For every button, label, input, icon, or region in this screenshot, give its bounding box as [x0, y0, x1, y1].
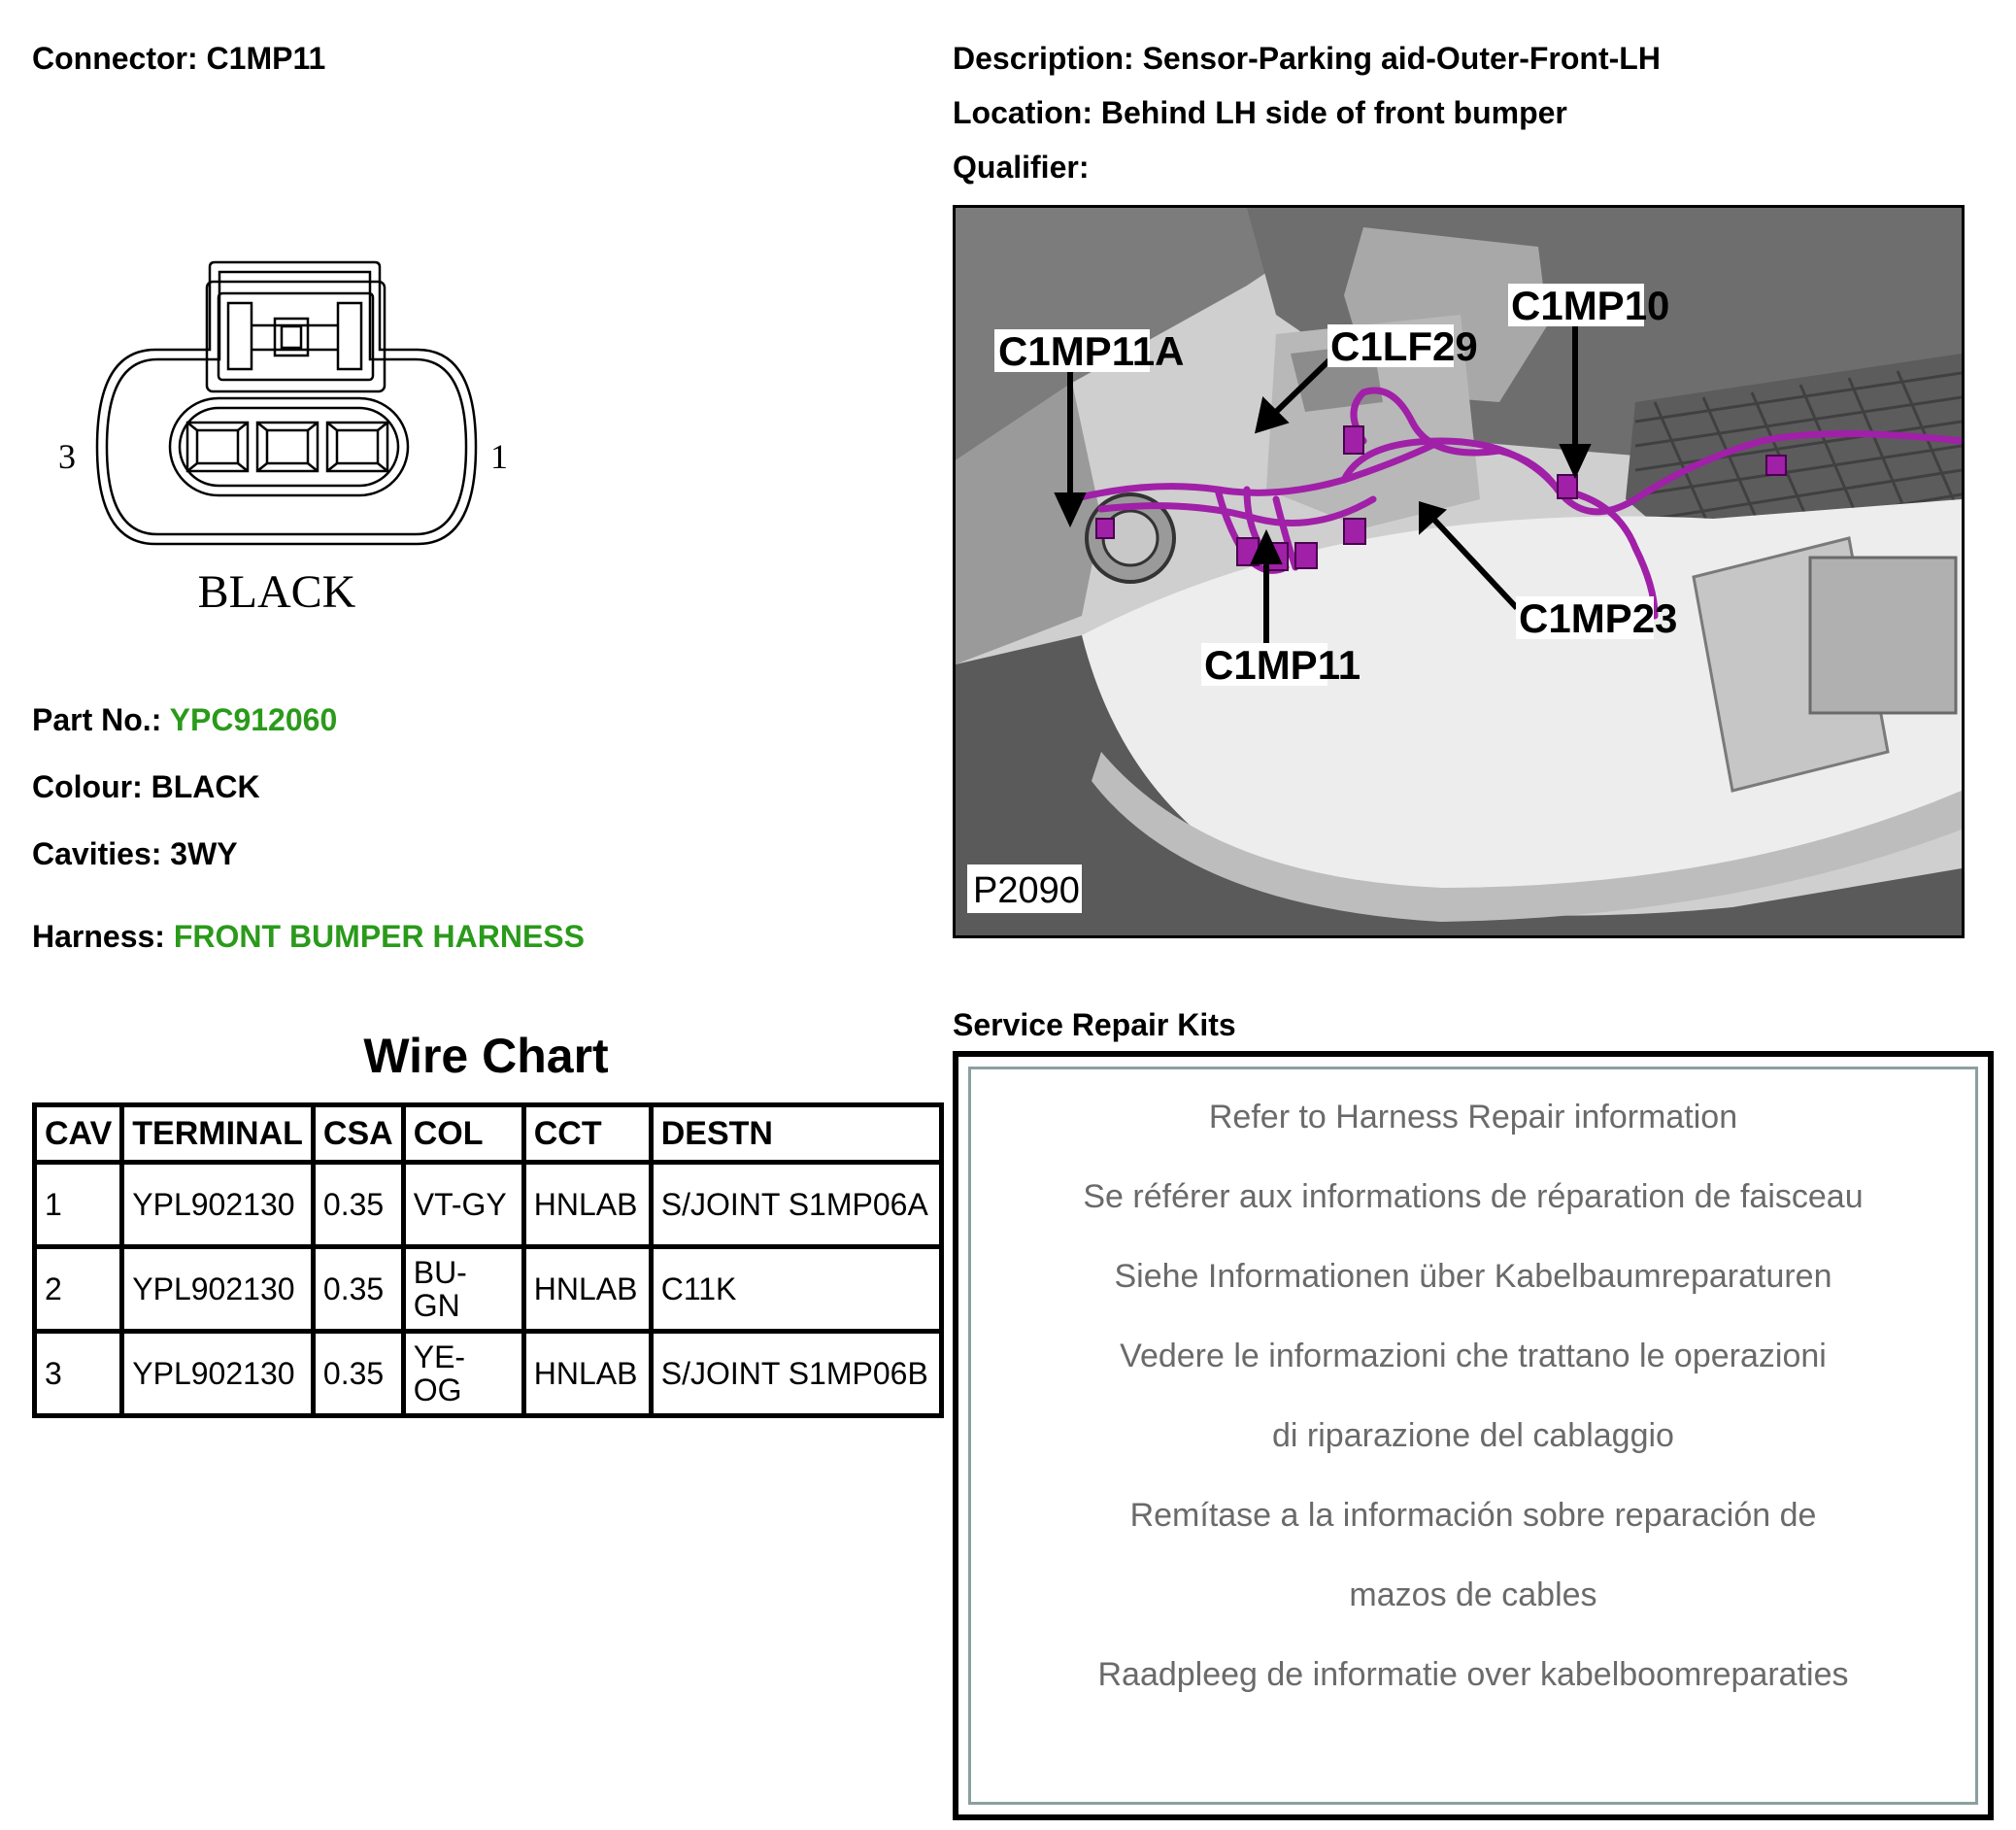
- cell-col: YE-OG: [400, 1329, 526, 1418]
- cell-col: BU-GN: [400, 1244, 526, 1334]
- cell-cct: HNLAB: [521, 1244, 654, 1334]
- cell-cct: HNLAB: [521, 1160, 654, 1249]
- kit-line-de: Siehe Informationen über Kabelbaumrepara…: [1114, 1258, 1832, 1295]
- cell-terminal: YPL902130: [119, 1160, 316, 1249]
- harness-value: FRONT BUMPER HARNESS: [173, 919, 585, 954]
- header-destn: DESTN: [648, 1102, 944, 1165]
- cell-csa: 0.35: [310, 1244, 406, 1334]
- kit-line-es-2: mazos de cables: [1349, 1576, 1597, 1613]
- harness: Harness: FRONT BUMPER HARNESS: [32, 921, 585, 952]
- kit-line-nl: Raadpleeg de informatie over kabelboomre…: [1097, 1656, 1849, 1693]
- connector-face-diagram: 3 1 BLACK: [58, 260, 508, 618]
- service-repair-kits-title: Service Repair Kits: [953, 1007, 1236, 1042]
- description-value: Sensor-Parking aid-Outer-Front-LH: [1142, 41, 1661, 76]
- cell-terminal: YPL902130: [119, 1244, 316, 1334]
- wire-chart-title: Wire Chart: [363, 1029, 609, 1083]
- pin-1-label: 1: [490, 437, 508, 476]
- colour-value: BLACK: [151, 769, 260, 804]
- connector-id: C1MP11: [206, 41, 326, 76]
- pin-3-label: 3: [58, 437, 76, 476]
- description: Description: Sensor-Parking aid-Outer-Fr…: [953, 43, 1661, 74]
- cell-destn: C11K: [648, 1244, 944, 1334]
- colour-label: Colour:: [32, 769, 143, 804]
- table-row: 2 YPL902130 0.35 BU-GN HNLAB C11K: [31, 1244, 944, 1334]
- cell-terminal: YPL902130: [119, 1329, 316, 1418]
- cell-col: VT-GY: [400, 1160, 526, 1249]
- harness-label: Harness:: [32, 919, 165, 954]
- location: Location: Behind LH side of front bumper: [953, 97, 1567, 128]
- cavities: Cavities: 3WY: [32, 838, 238, 869]
- connector-label: Connector:: [32, 41, 198, 76]
- cell-csa: 0.35: [310, 1160, 406, 1249]
- kit-line-it-2: di riparazione del cablaggio: [1272, 1417, 1674, 1454]
- service-repair-kits-box: Refer to Harness Repair information Se r…: [953, 1051, 1994, 1820]
- header-csa: CSA: [310, 1102, 406, 1165]
- qualifier: Qualifier:: [953, 152, 1089, 183]
- location-label: Location:: [953, 95, 1092, 130]
- header-terminal: TERMINAL: [119, 1102, 316, 1165]
- header-cct: CCT: [521, 1102, 654, 1165]
- connector-heading: Connector: C1MP11: [32, 43, 325, 74]
- cavities-label: Cavities:: [32, 836, 162, 871]
- cell-cav: 2: [31, 1244, 125, 1334]
- wire-chart-table: CAV TERMINAL CSA COL CCT DESTN 1 YPL9021…: [31, 1102, 944, 1418]
- part-number-value: YPC912060: [169, 702, 338, 737]
- cavities-value: 3WY: [170, 836, 238, 871]
- callout-c1mp11: C1MP11: [1204, 642, 1361, 688]
- cell-destn: S/JOINT S1MP06B: [648, 1329, 944, 1418]
- part-number-label: Part No.:: [32, 702, 162, 737]
- cell-cav: 1: [31, 1160, 125, 1249]
- callout-c1mp11a: C1MP11A: [998, 328, 1184, 374]
- part-number: Part No.: YPC912060: [32, 704, 337, 735]
- callout-c1mp10: C1MP10: [1511, 283, 1669, 328]
- location-value: Behind LH side of front bumper: [1100, 95, 1567, 130]
- connector-colour-label: BLACK: [198, 566, 356, 618]
- table-row: 3 YPL902130 0.35 YE-OG HNLAB S/JOINT S1M…: [31, 1329, 944, 1418]
- description-label: Description:: [953, 41, 1134, 76]
- cell-csa: 0.35: [310, 1329, 406, 1418]
- header-col: COL: [400, 1102, 526, 1165]
- table-row: 1 YPL902130 0.35 VT-GY HNLAB S/JOINT S1M…: [31, 1160, 944, 1249]
- figure-id: P2090: [973, 870, 1080, 911]
- qualifier-label: Qualifier:: [953, 150, 1090, 185]
- cell-destn: S/JOINT S1MP06A: [648, 1160, 944, 1249]
- callout-c1lf29: C1LF29: [1330, 323, 1478, 369]
- header-cav: CAV: [31, 1102, 125, 1165]
- service-repair-kits-content: Refer to Harness Repair information Se r…: [968, 1067, 1978, 1805]
- wire-chart-header-row: CAV TERMINAL CSA COL CCT DESTN: [31, 1102, 944, 1165]
- colour: Colour: BLACK: [32, 771, 260, 802]
- cell-cav: 3: [31, 1329, 125, 1418]
- kit-line-es-1: Remítase a la información sobre reparaci…: [1129, 1497, 1817, 1534]
- cell-cct: HNLAB: [521, 1329, 654, 1418]
- callout-c1mp23: C1MP23: [1519, 595, 1677, 641]
- location-image: C1MP11A C1LF29 C1MP10 C1MP23 C1MP11 P209…: [953, 205, 1965, 938]
- kit-line-it-1: Vedere le informazioni che trattano le o…: [1120, 1338, 1827, 1374]
- kit-line-en: Refer to Harness Repair information: [1208, 1099, 1738, 1135]
- kit-line-fr: Se référer aux informations de réparatio…: [1083, 1178, 1864, 1215]
